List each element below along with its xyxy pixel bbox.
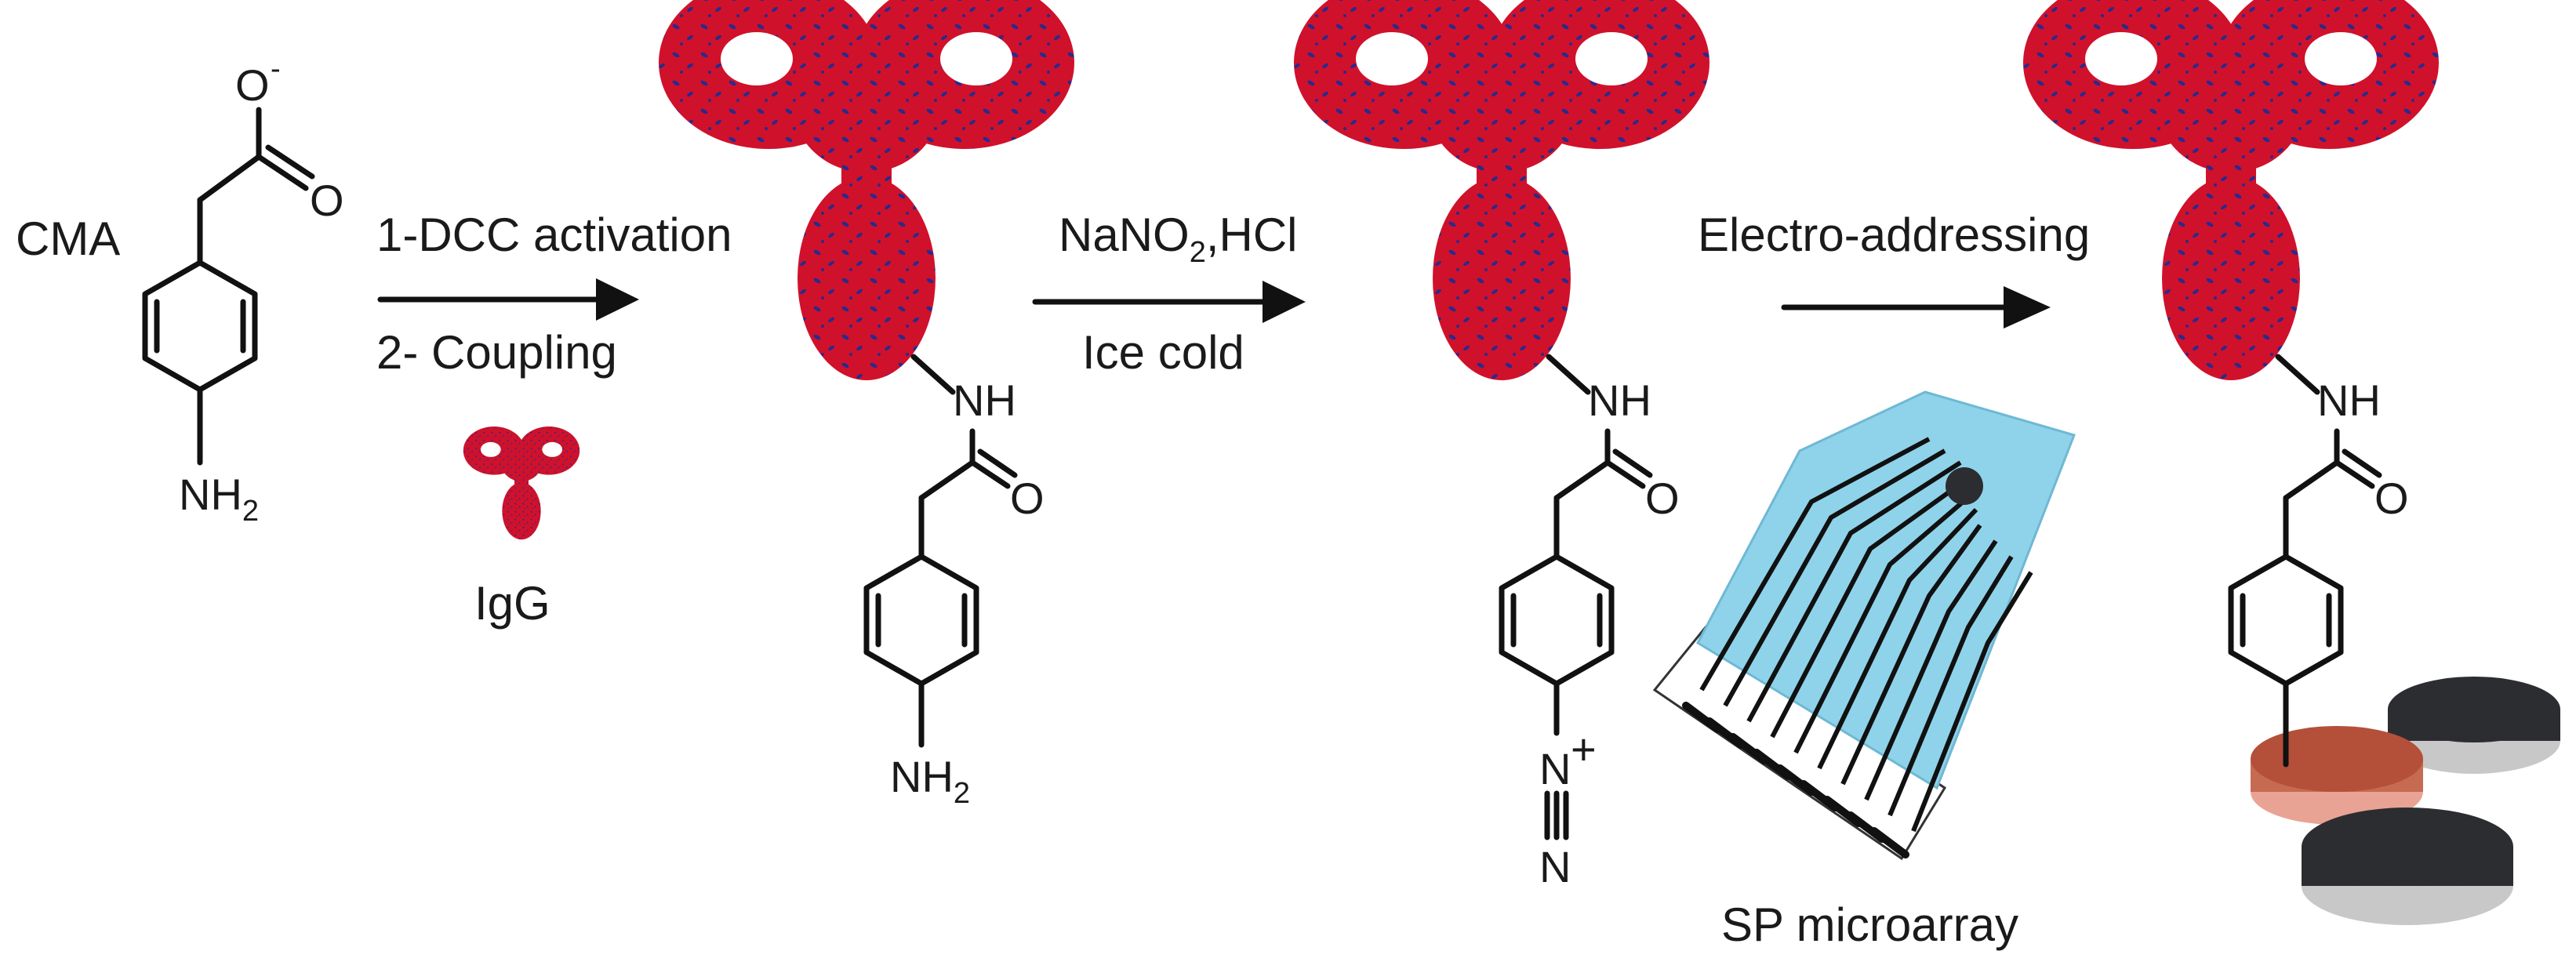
cma-molecule: CMA O - O NH2 [16,53,344,528]
step2-arrow: NaNO2,HCl Ice cold [1032,209,1306,379]
step1-arrow: 1-DCC activation 2- Coupling IgG [376,209,732,630]
amide-nh-3: NH [2317,376,2381,425]
step3-arrow: Electro-addressing [1698,209,2090,328]
immobilized-antibody: NH O [2023,0,2560,925]
step3-label: Electro-addressing [1698,209,2090,261]
benzene-ring-3 [2228,554,2344,687]
amide-oxygen-1: O [1010,474,1045,523]
diazonium-nitrogen: N [1539,744,1571,793]
benzene-ring-1 [863,554,979,687]
cma-label: CMA [16,212,120,265]
benzene-ring-2 [1499,554,1615,687]
counter-electrode-2 [2302,808,2513,925]
amine-group-1: NH2 [890,752,970,810]
antibody-diazonium-conjugate: NH O N + N [1294,0,1709,891]
antibody-2 [1294,0,1709,380]
counter-electrode-1 [2388,677,2560,774]
carbonyl-oxygen: O [310,176,344,225]
working-electrode [2251,726,2423,825]
step2-condition-label: Ice cold [1082,326,1244,379]
terminal-nitrogen: N [1539,842,1571,891]
step2-reagent-label: NaNO2,HCl [1059,209,1298,269]
amine-group: NH2 [179,470,259,528]
antibody-1 [659,0,1074,380]
amide-oxygen-2: O [1645,474,1680,523]
amide-oxygen-3: O [2374,474,2409,523]
carboxylate-oxygen: O [235,60,270,110]
step1-activation-label: 1-DCC activation [376,209,732,261]
step1-coupling-label: 2- Coupling [376,326,617,379]
antibody-3 [2023,0,2439,380]
amide-nh-2: NH [1588,376,1651,425]
amide-nh-1: NH [953,376,1016,425]
microarray-label: SP microarray [1721,898,2018,951]
sp-microarray-illustration: SP microarray [1652,390,2076,951]
igg-label: IgG [474,577,550,630]
benzene-ring [142,260,258,393]
small-igg-icon [463,426,580,540]
positive-charge: + [1571,724,1597,774]
negative-charge: - [271,53,281,85]
working-electrode-spot [1946,467,1983,505]
antibody-cma-conjugate: NH O NH2 [659,0,1074,810]
